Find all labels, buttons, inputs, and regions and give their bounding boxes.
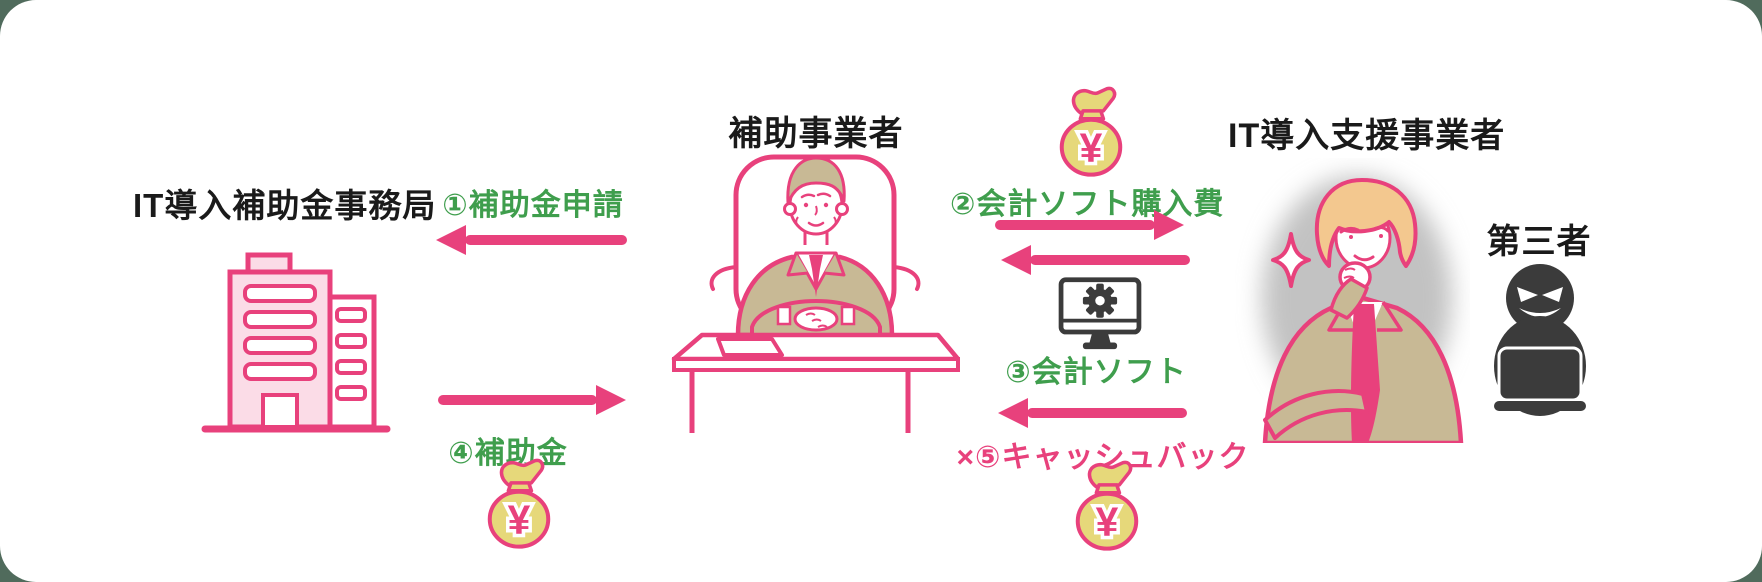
flow-1-label: ①補助金申請 — [442, 189, 624, 222]
sparkle-icon — [1271, 232, 1311, 288]
accounting-software-monitor-icon — [1057, 276, 1143, 352]
gear-icon — [1082, 283, 1118, 318]
vendor-label: IT導入支援事業者 — [1228, 117, 1506, 155]
businessman-at-desk-illustration — [640, 145, 960, 435]
flow-2-arrow — [995, 220, 1155, 230]
office-label: IT導入補助金事務局 — [133, 187, 437, 224]
flow-3-label: ③会計ソフト — [1005, 356, 1187, 389]
applicant-label: 補助事業者 — [728, 115, 904, 153]
flow-4-arrow — [438, 395, 597, 405]
flow-1-arrow — [465, 235, 627, 245]
it-vendor-illustration — [1235, 158, 1470, 443]
yen-symbol: ¥ — [1096, 498, 1119, 544]
third-party-label: 第三者 — [1486, 223, 1592, 261]
hacker-silhouette-icon — [1489, 258, 1591, 416]
yen-symbol: ¥ — [1080, 124, 1103, 170]
office-building-icon — [195, 248, 395, 434]
money-bag-icon: ¥ — [1052, 86, 1130, 180]
flow-3-arrow — [1030, 255, 1190, 265]
flow-5-arrow — [1027, 408, 1187, 418]
money-bag-icon: ¥ — [480, 458, 558, 552]
yen-symbol: ¥ — [508, 496, 531, 542]
money-bag-icon: ¥ — [1068, 460, 1146, 554]
